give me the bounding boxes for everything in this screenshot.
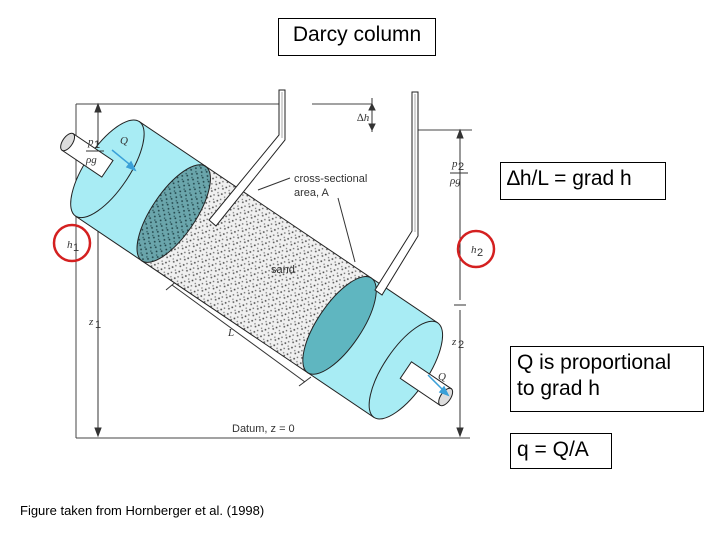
leader-lines xyxy=(257,177,356,263)
datum-label: Datum, z = 0 xyxy=(232,423,295,435)
flux-equation-box: q = Q/A xyxy=(510,433,612,469)
title-text: Darcy column xyxy=(292,23,422,46)
h2-highlight-circle xyxy=(456,229,496,269)
grad-equation-text: ∆h/L = grad h xyxy=(507,167,632,190)
h1-highlight-circle xyxy=(52,223,92,263)
proportional-line1: Q is proportional xyxy=(517,351,672,374)
p2-label: p xyxy=(451,158,458,170)
p1-sub-label: 1 xyxy=(94,139,100,151)
h1-label: h xyxy=(67,239,73,251)
q-in-label: Q xyxy=(120,135,128,147)
flow-arrows xyxy=(111,149,450,397)
z2-sub-label: 2 xyxy=(458,339,464,351)
figure-caption: Figure taken from Hornberger et al. (199… xyxy=(20,503,265,518)
delta-h-label: ∆h xyxy=(357,112,370,124)
darcy-cylinder xyxy=(60,119,454,420)
h1-sub-label: 1 xyxy=(73,242,79,254)
sand-label: sand xyxy=(271,264,295,276)
proportional-box: Q is proportional to grad h xyxy=(510,346,704,412)
cross-section-label-line2: area, A xyxy=(294,187,330,199)
rho-g-right-label: ρg xyxy=(449,175,461,187)
proportional-line2: to grad h xyxy=(517,377,600,400)
p1-label: p xyxy=(87,136,94,148)
rho-g-left-label: ρg xyxy=(85,154,97,166)
p2-sub-label: 2 xyxy=(458,161,464,173)
h2-label: h xyxy=(471,244,477,256)
length-label: L xyxy=(227,327,234,339)
h2-sub-label: 2 xyxy=(477,247,483,259)
title-box: Darcy column xyxy=(278,18,436,56)
figure-labels: p 1 ρg p 2 ρg Q Q ∆h h 1 h 2 z 1 z 2 cro… xyxy=(67,112,483,435)
cross-section-label-line1: cross-sectional xyxy=(294,173,367,185)
piezometer-tubes xyxy=(208,89,419,296)
z2-label: z xyxy=(451,336,457,348)
flux-equation-text: q = Q/A xyxy=(517,438,589,461)
grad-equation-box: ∆h/L = grad h xyxy=(500,162,666,200)
z1-sub-label: 1 xyxy=(95,319,101,331)
z1-label: z xyxy=(88,316,94,328)
q-out-label: Q xyxy=(438,371,446,383)
